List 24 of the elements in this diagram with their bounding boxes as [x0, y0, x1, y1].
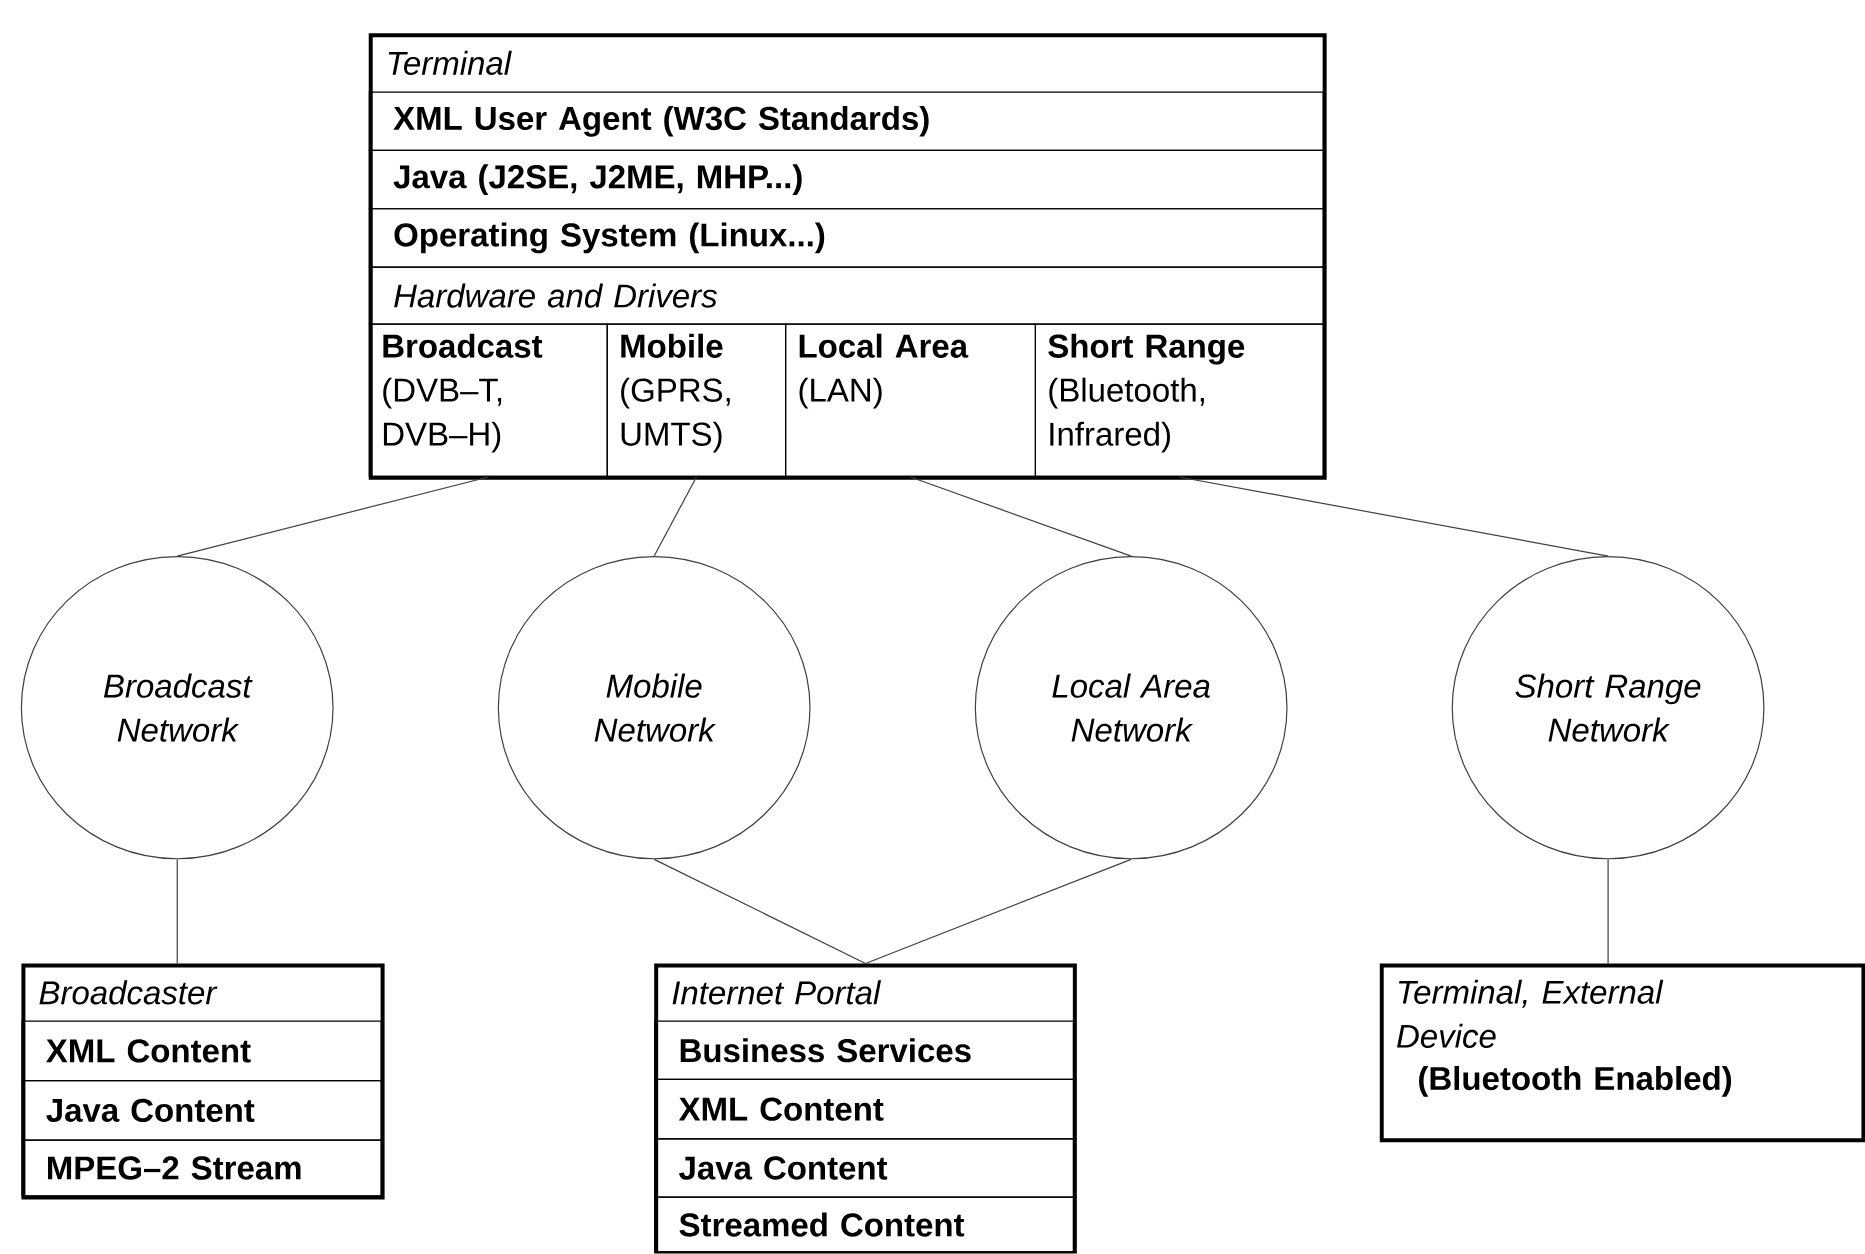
layer-row: Java (J2SE, J2ME, MHP...): [368, 150, 1324, 210]
layer-row: XML User Agent (W3C Standards): [368, 91, 1324, 152]
connector-line: [653, 858, 867, 965]
layer-row: Java Content: [21, 1080, 382, 1141]
connector-line: [176, 476, 489, 557]
connector-line: [1607, 858, 1609, 965]
network-cell: Short Range (Bluetooth, Infrared): [1034, 323, 1324, 478]
network-cell: Local Area (LAN): [785, 323, 1036, 478]
layer-row: Java Content: [654, 1138, 1075, 1198]
layer-row: XML Content: [21, 1020, 382, 1082]
layer-row: Streamed Content: [654, 1196, 1075, 1253]
network-cell: Mobile (GPRS, UMTS): [606, 323, 787, 478]
layer-row: XML Content: [654, 1079, 1075, 1140]
device-box: Terminal, External Device (Bluetooth Enabled): [1379, 963, 1865, 1143]
layer-row: MPEG–2 Stream: [21, 1139, 382, 1197]
layer-row: Hardware and Drivers: [368, 266, 1324, 325]
connector-line: [909, 476, 1132, 557]
layer-row: Business Services: [654, 1020, 1075, 1081]
connector-line: [653, 476, 698, 557]
layer-row: Operating System (Linux...): [368, 208, 1324, 268]
connector-line: [176, 858, 178, 965]
connector-line: [1178, 476, 1609, 557]
network-cell: Broadcast (DVB–T, DVB–H): [368, 323, 608, 478]
connector-line: [864, 858, 1132, 965]
